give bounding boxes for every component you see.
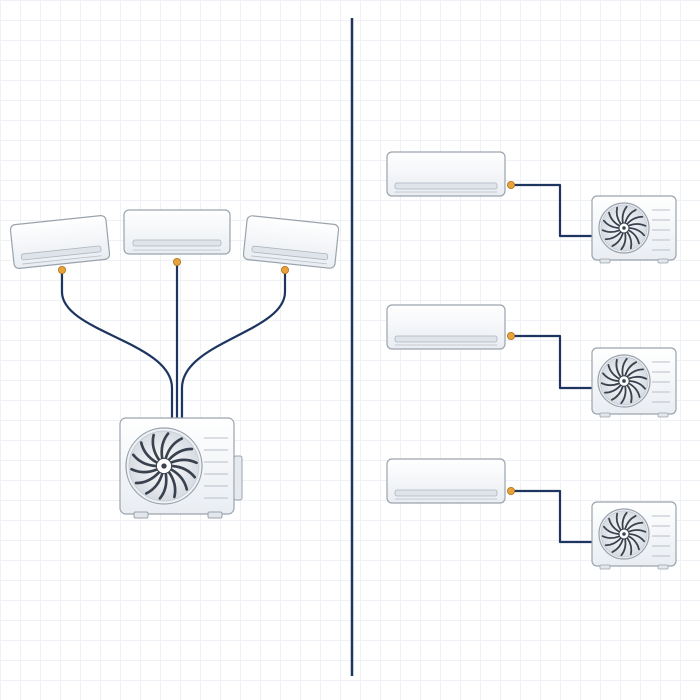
fan-icon bbox=[597, 354, 651, 408]
pipe-connector bbox=[506, 486, 515, 495]
refrigerant-pipe bbox=[511, 334, 592, 390]
fan-icon bbox=[598, 508, 650, 560]
indoor-unit bbox=[123, 209, 231, 255]
outdoor-unit bbox=[591, 347, 677, 418]
refrigerant-pipe bbox=[60, 270, 174, 418]
split-system-pair bbox=[386, 304, 677, 418]
indoor-unit bbox=[386, 151, 506, 197]
split-system-pair bbox=[386, 151, 677, 264]
left-panel bbox=[9, 209, 340, 519]
pipe-connector bbox=[280, 265, 289, 274]
indoor-unit bbox=[386, 304, 506, 350]
fan-icon bbox=[125, 427, 203, 505]
indoor-unit bbox=[9, 214, 111, 270]
refrigerant-pipe bbox=[511, 489, 592, 544]
indoor-unit bbox=[242, 215, 340, 269]
refrigerant-pipe bbox=[180, 270, 287, 418]
pipe-connector bbox=[506, 331, 515, 340]
pipe-connector bbox=[172, 257, 181, 266]
refrigerant-pipe bbox=[511, 183, 592, 238]
split-system-pair bbox=[386, 458, 677, 570]
outdoor-unit bbox=[119, 417, 243, 519]
pipe-connector bbox=[506, 180, 515, 189]
outdoor-unit bbox=[591, 501, 677, 570]
right-panel bbox=[386, 151, 677, 570]
indoor-unit bbox=[386, 458, 506, 504]
left-pipes bbox=[60, 262, 287, 418]
pipe-connector bbox=[58, 265, 67, 274]
outdoor-unit bbox=[591, 195, 677, 264]
fan-icon bbox=[598, 202, 650, 254]
